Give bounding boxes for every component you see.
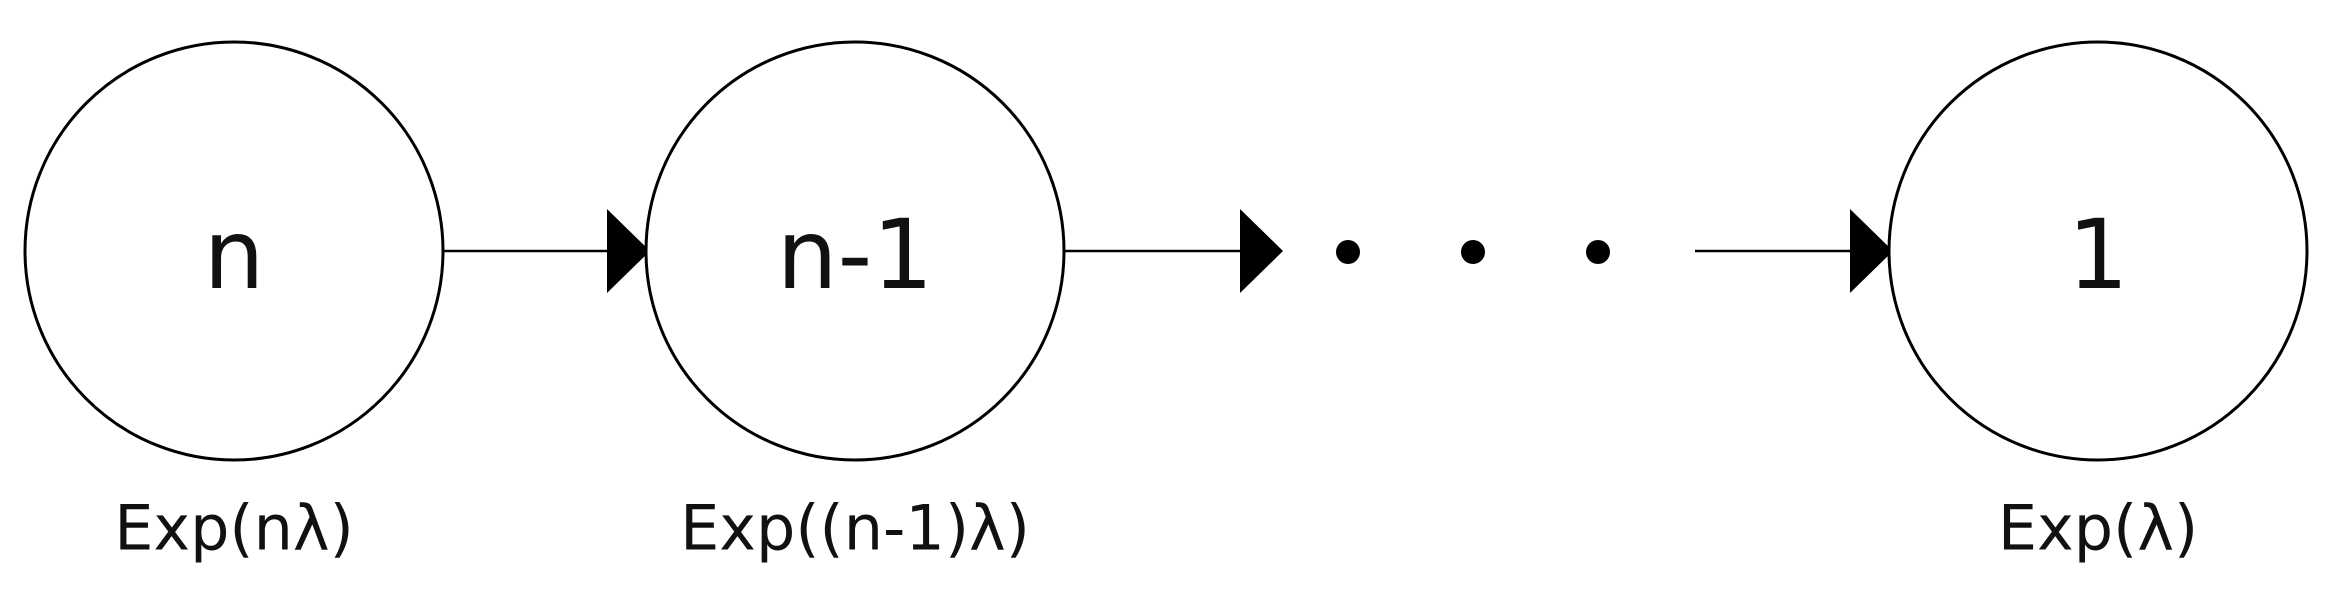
edge-ellipsis-to-1 bbox=[1695, 209, 1893, 293]
state-label-n-minus-1: n-1 bbox=[777, 199, 934, 311]
edge-n-minus-1-to-ellipsis bbox=[1064, 209, 1283, 293]
rate-label-n-minus-1: Exp((n-1)λ) bbox=[680, 492, 1030, 565]
ellipsis-dot bbox=[1336, 240, 1360, 264]
state-node-n-minus-1: n-1 bbox=[644, 40, 1066, 462]
rate-label-1: Exp(λ) bbox=[1998, 492, 2198, 565]
ellipsis-dot bbox=[1586, 240, 1610, 264]
state-circle-1 bbox=[1887, 40, 2309, 462]
arrow-head-icon bbox=[607, 209, 650, 293]
state-label-n: n bbox=[204, 199, 265, 311]
arrow-head-icon bbox=[1850, 209, 1893, 293]
arrow-head-icon bbox=[1240, 209, 1283, 293]
state-node-n: n bbox=[23, 40, 445, 462]
state-node-1: 1 bbox=[1887, 40, 2309, 462]
edge-n-to-n-minus-1 bbox=[443, 209, 650, 293]
rate-label-n: Exp(nλ) bbox=[114, 492, 354, 565]
ellipsis-dots bbox=[1336, 240, 1610, 264]
ellipsis-dot bbox=[1461, 240, 1485, 264]
state-label-1: 1 bbox=[2067, 199, 2128, 311]
